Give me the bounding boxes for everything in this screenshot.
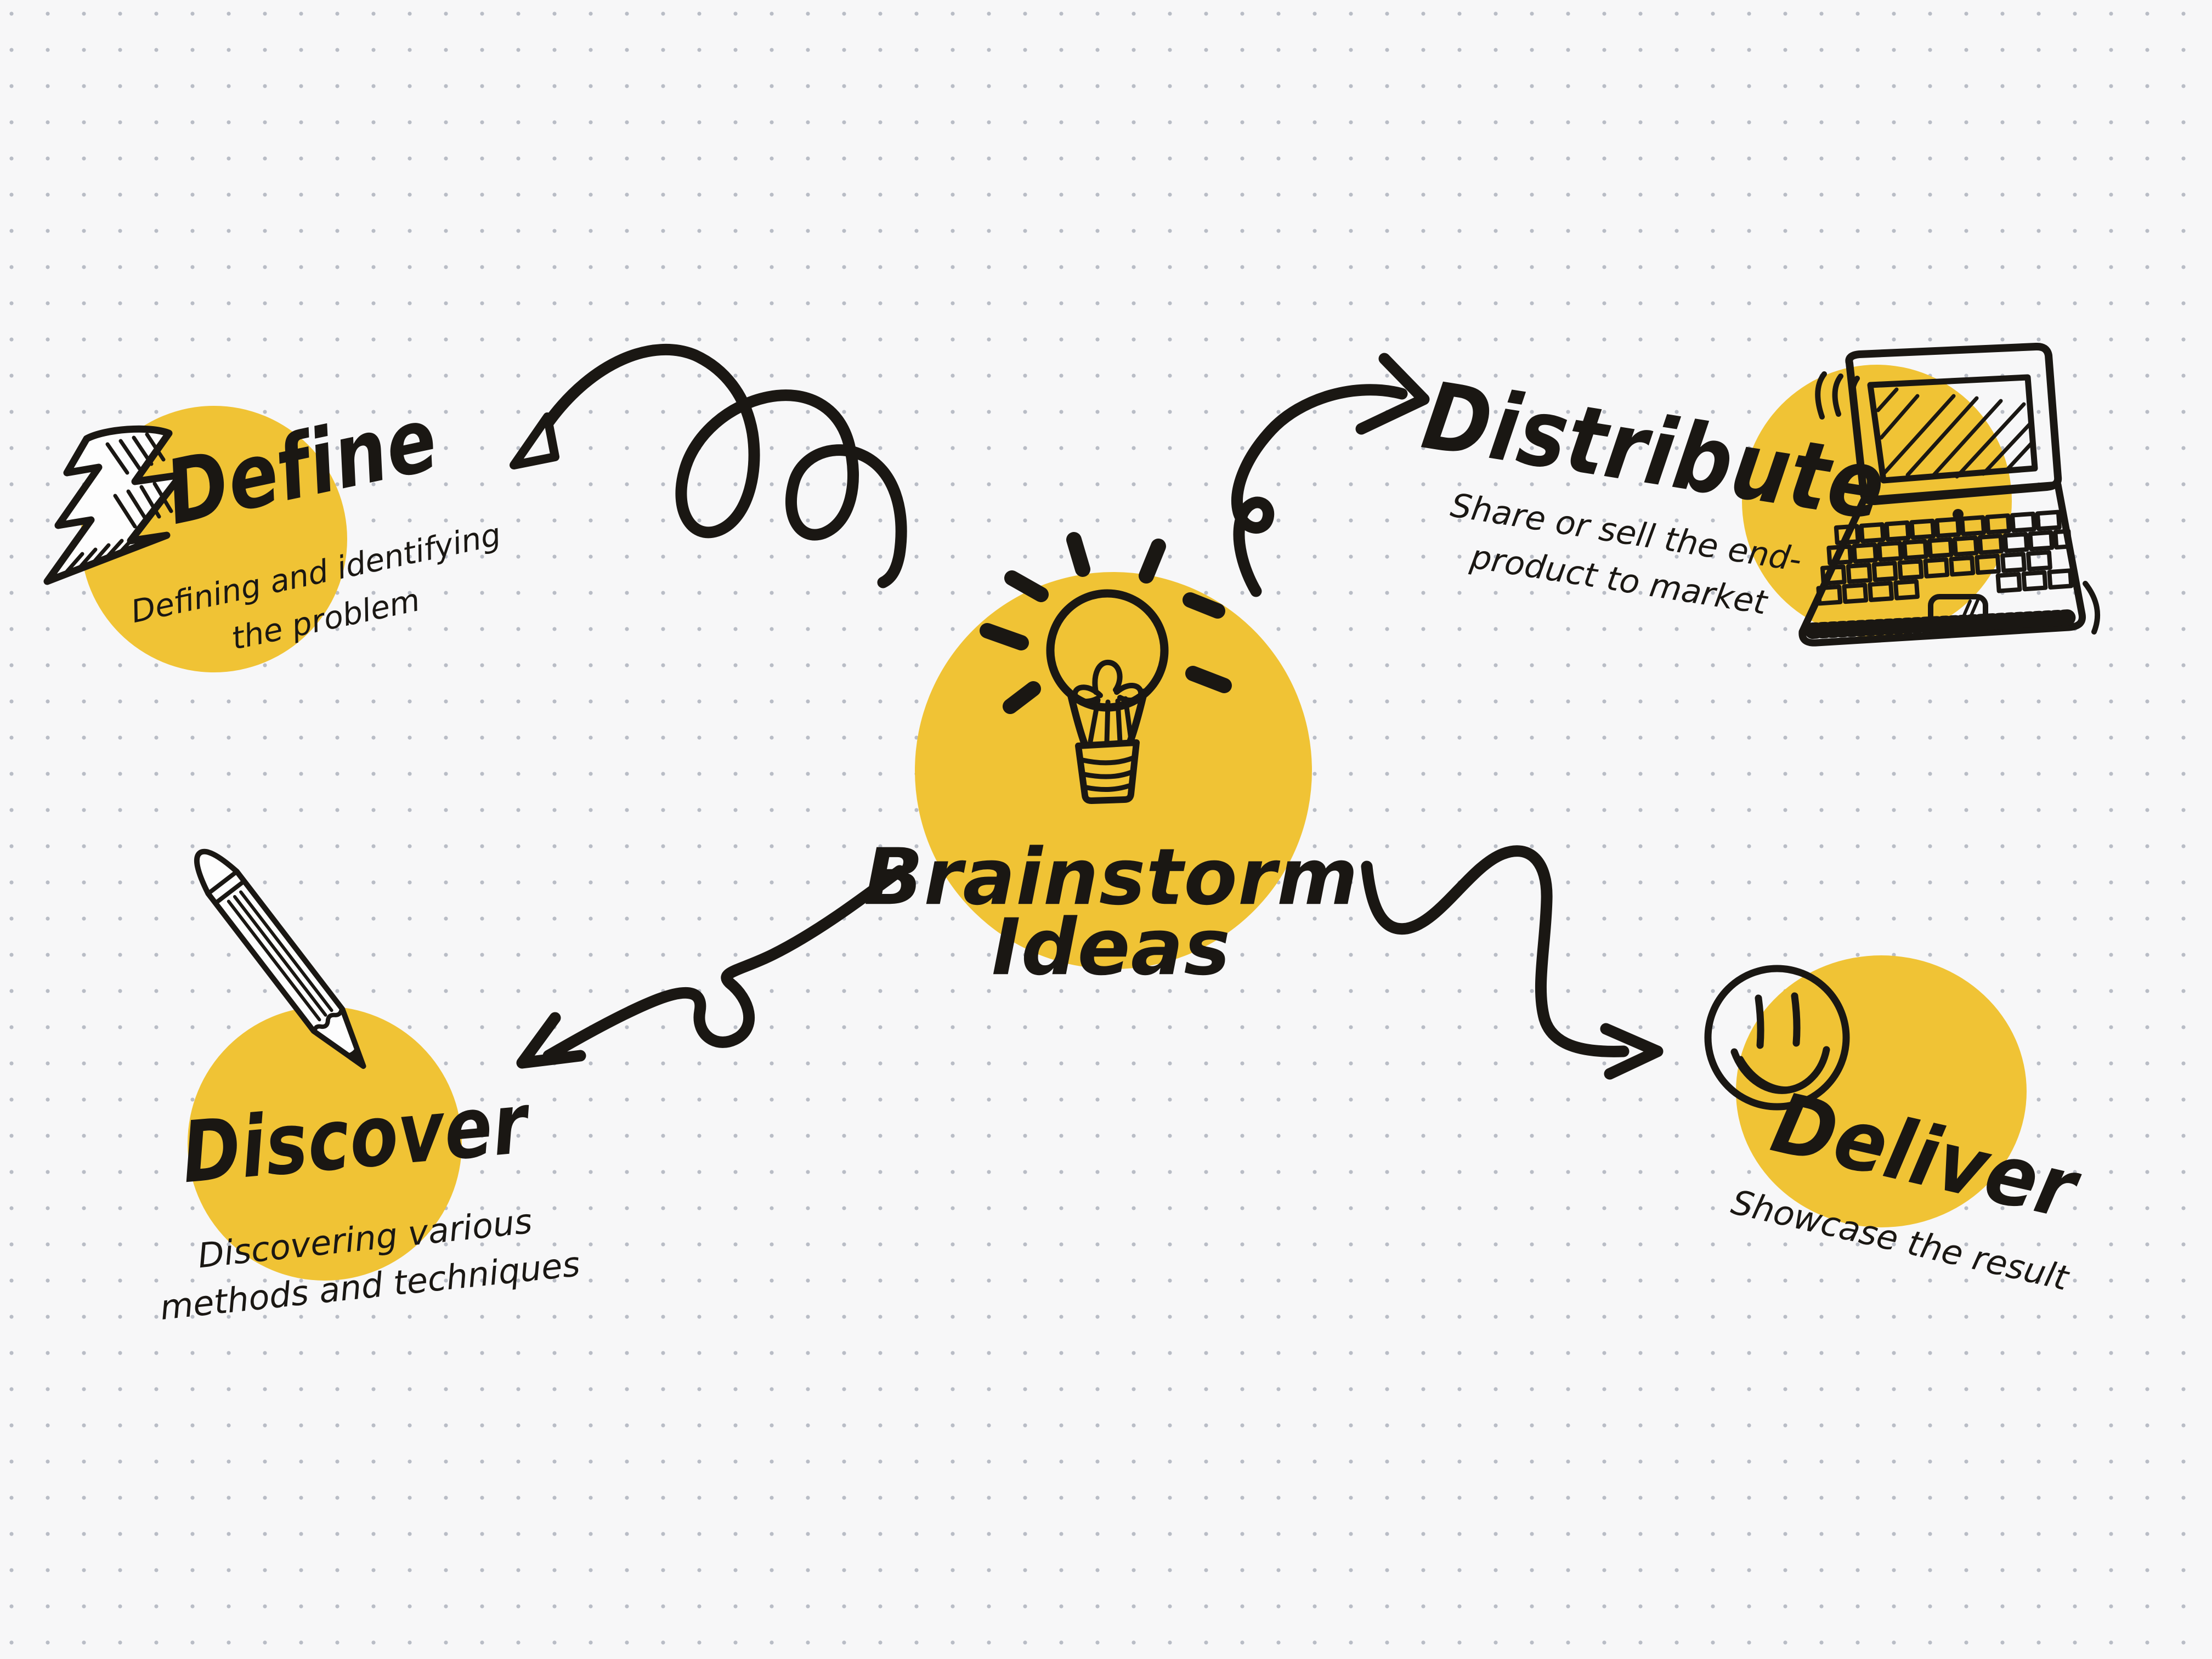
brainstorm-title-line2: Ideas (991, 902, 1231, 993)
discover-circle (188, 1006, 462, 1281)
lightbulb-icon (980, 532, 1232, 804)
arrow-center-to-discover (516, 865, 906, 1069)
deliver-circle (1736, 955, 2027, 1227)
laptop-keyboard (1816, 509, 2074, 606)
laptop-icon (1798, 342, 2100, 647)
define-circle (81, 406, 347, 672)
arrow-center-to-define (510, 343, 907, 588)
arrow-center-to-deliver (1361, 845, 1664, 1080)
brainstorm-title-line1: Brainstorm (864, 832, 1359, 923)
pencil-icon (194, 848, 366, 1069)
arrow-center-to-distribute (1231, 353, 1430, 597)
lightbulb-rays (980, 532, 1232, 714)
smiley-face-icon (1704, 965, 1850, 1111)
lightning-bolt-icon (43, 425, 185, 585)
brainstorm-title: Brainstorm Ideas (864, 839, 1359, 987)
brainstorm-circle (915, 572, 1312, 969)
